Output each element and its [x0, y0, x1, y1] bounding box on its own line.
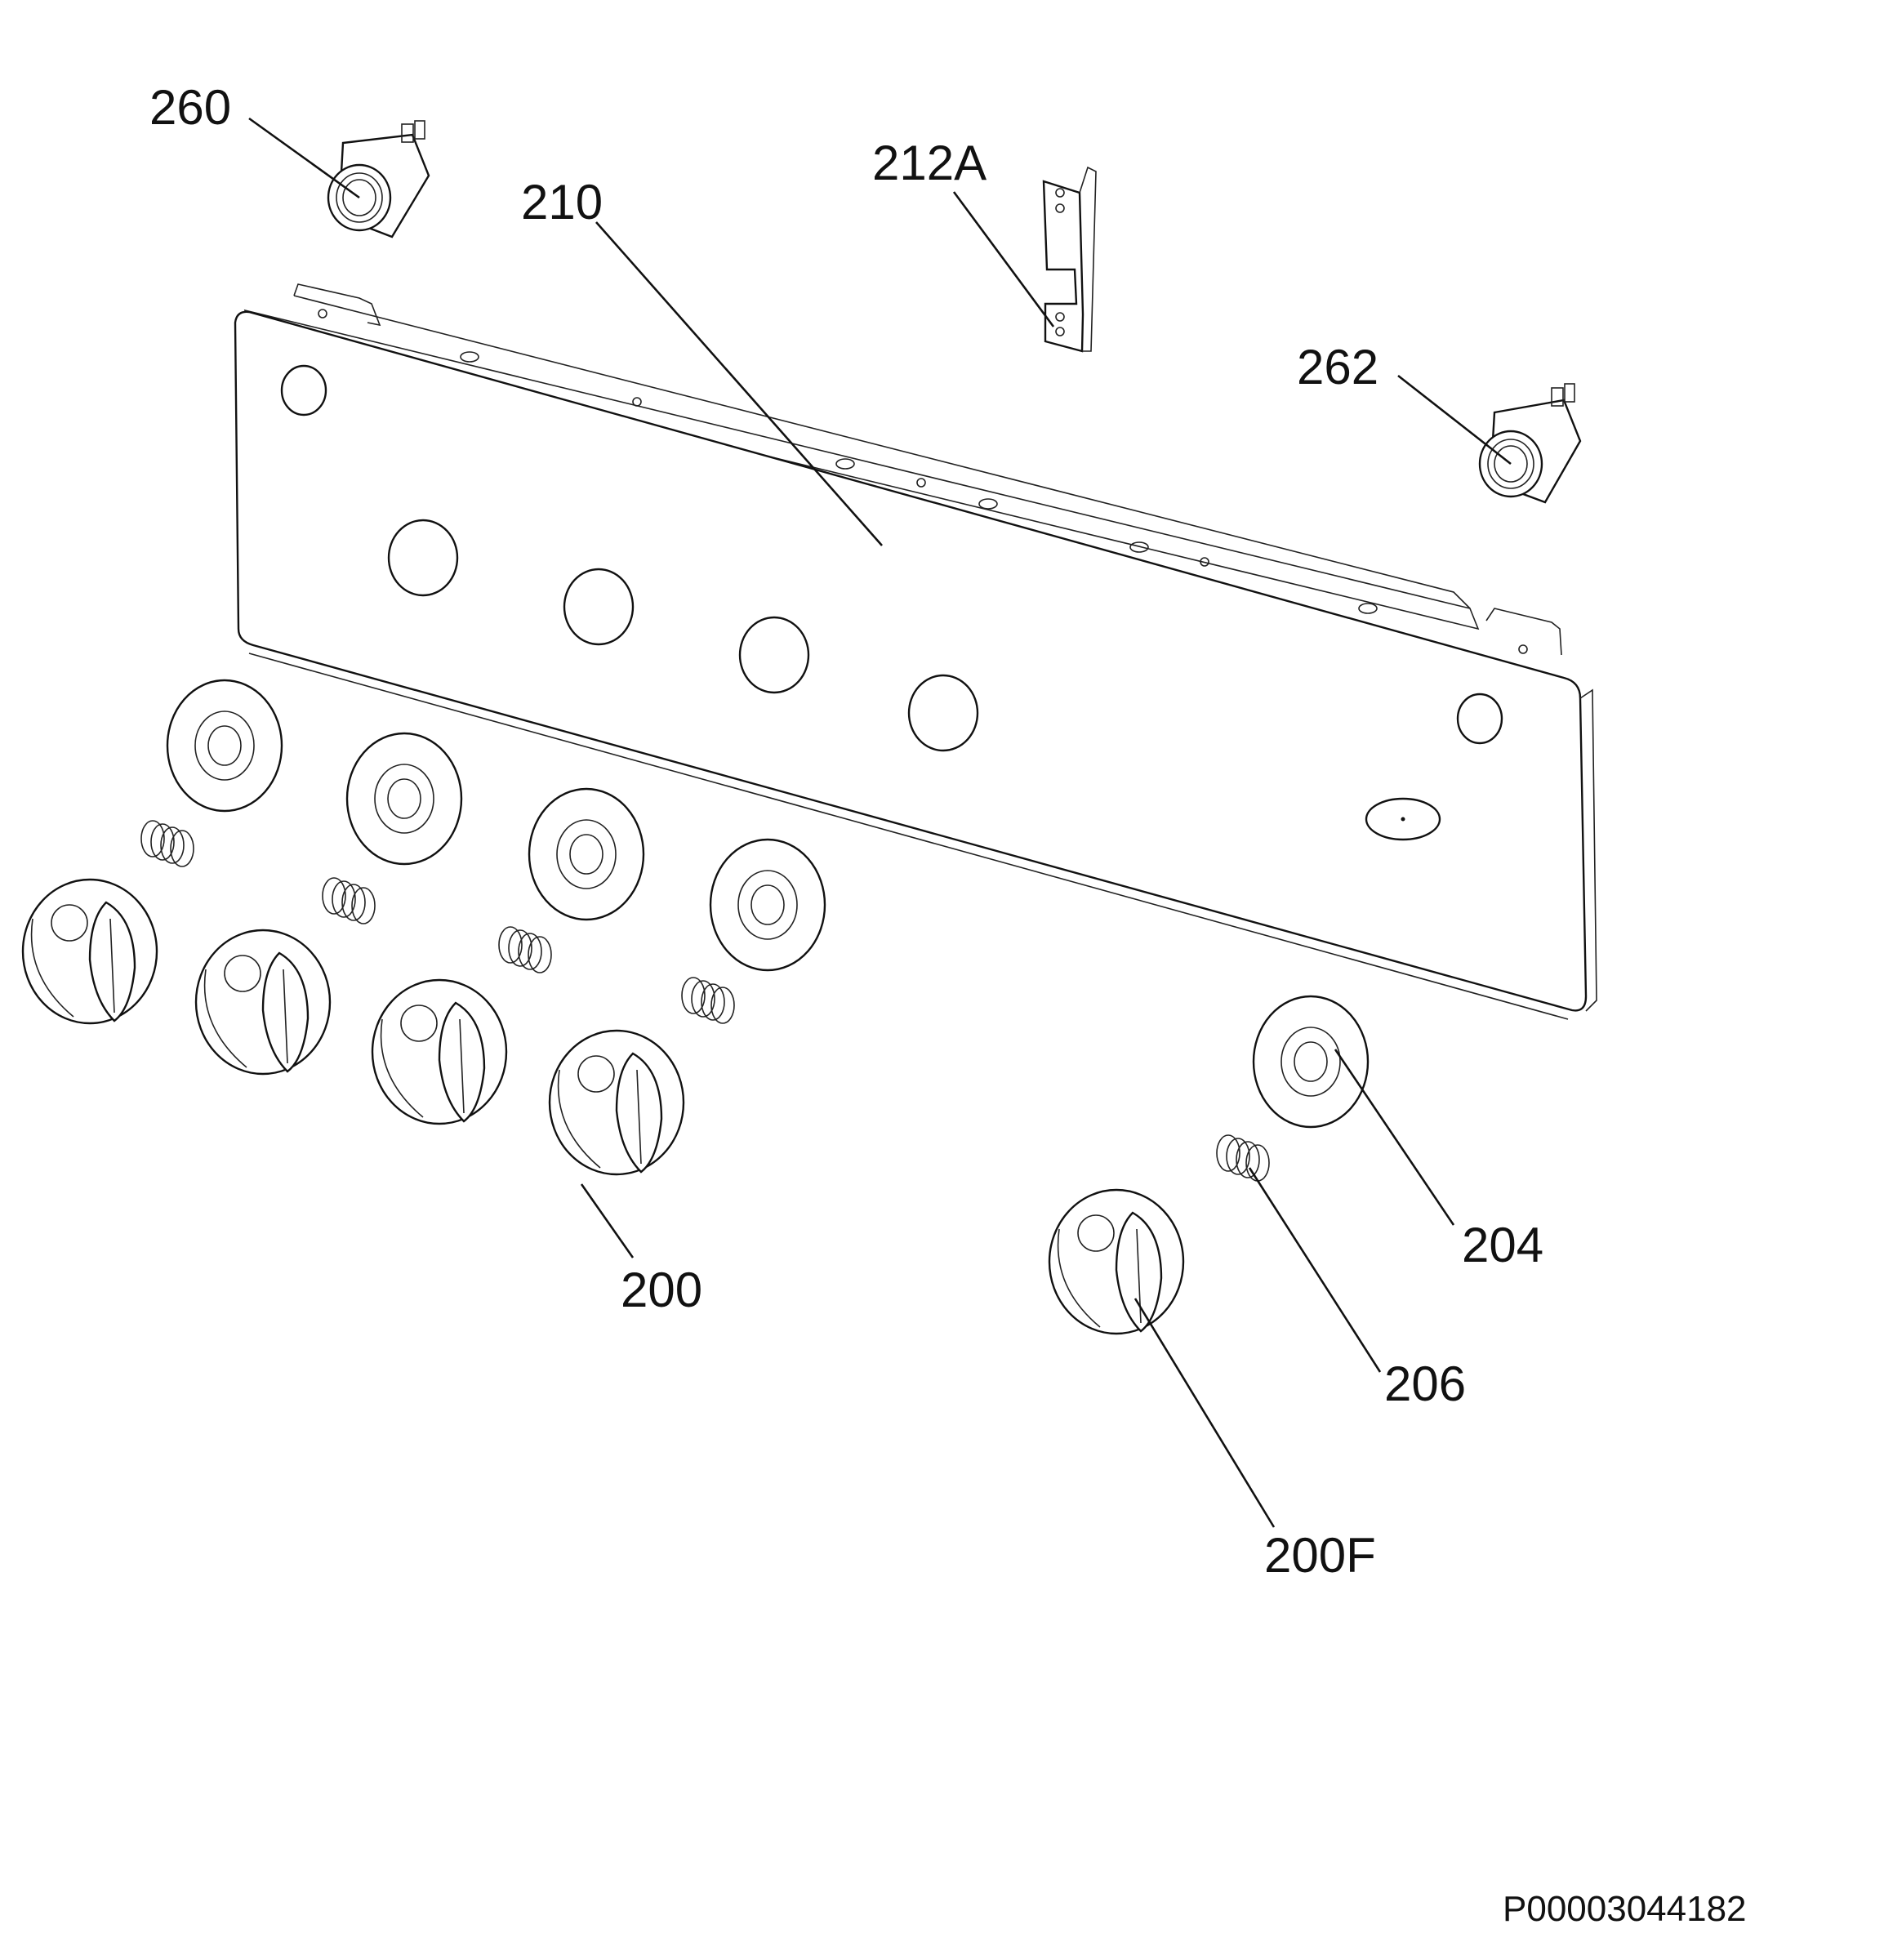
- spring: [681, 977, 735, 1024]
- bezels-204: [166, 679, 1370, 1129]
- knob-200f: [1048, 1188, 1185, 1335]
- bezel: [166, 679, 283, 813]
- label-200: 200: [621, 1263, 702, 1317]
- spring: [140, 820, 194, 867]
- label-210: 210: [521, 175, 603, 229]
- bezel: [345, 732, 463, 866]
- knob: [548, 1029, 685, 1176]
- knob: [21, 878, 158, 1025]
- springs-206: [140, 820, 1270, 1182]
- label-212a: 212A: [872, 136, 987, 190]
- label-206: 206: [1384, 1356, 1466, 1411]
- part-labels: 260 210 212A 262 204 200 206 200F P00003…: [149, 80, 1747, 1929]
- knob: [194, 929, 332, 1076]
- label-204: 204: [1462, 1218, 1543, 1272]
- spring: [498, 926, 552, 973]
- lamp-holder-260: [327, 120, 430, 238]
- spring: [1216, 1134, 1270, 1182]
- knob: [371, 978, 508, 1125]
- leader-lines: [248, 117, 1512, 1528]
- knobs-200: [21, 878, 685, 1176]
- bezel: [528, 787, 645, 921]
- spring: [322, 877, 376, 924]
- drawing-code: P00003044182: [1503, 1889, 1747, 1929]
- bracket-212a: [1042, 166, 1097, 353]
- label-262: 262: [1297, 340, 1378, 394]
- bezel: [709, 838, 826, 972]
- label-200f: 200F: [1264, 1528, 1376, 1583]
- label-260: 260: [149, 80, 231, 135]
- lamp-holder-262: [1478, 383, 1582, 504]
- control-panel-210: [234, 283, 1597, 1020]
- bezel: [1252, 995, 1370, 1129]
